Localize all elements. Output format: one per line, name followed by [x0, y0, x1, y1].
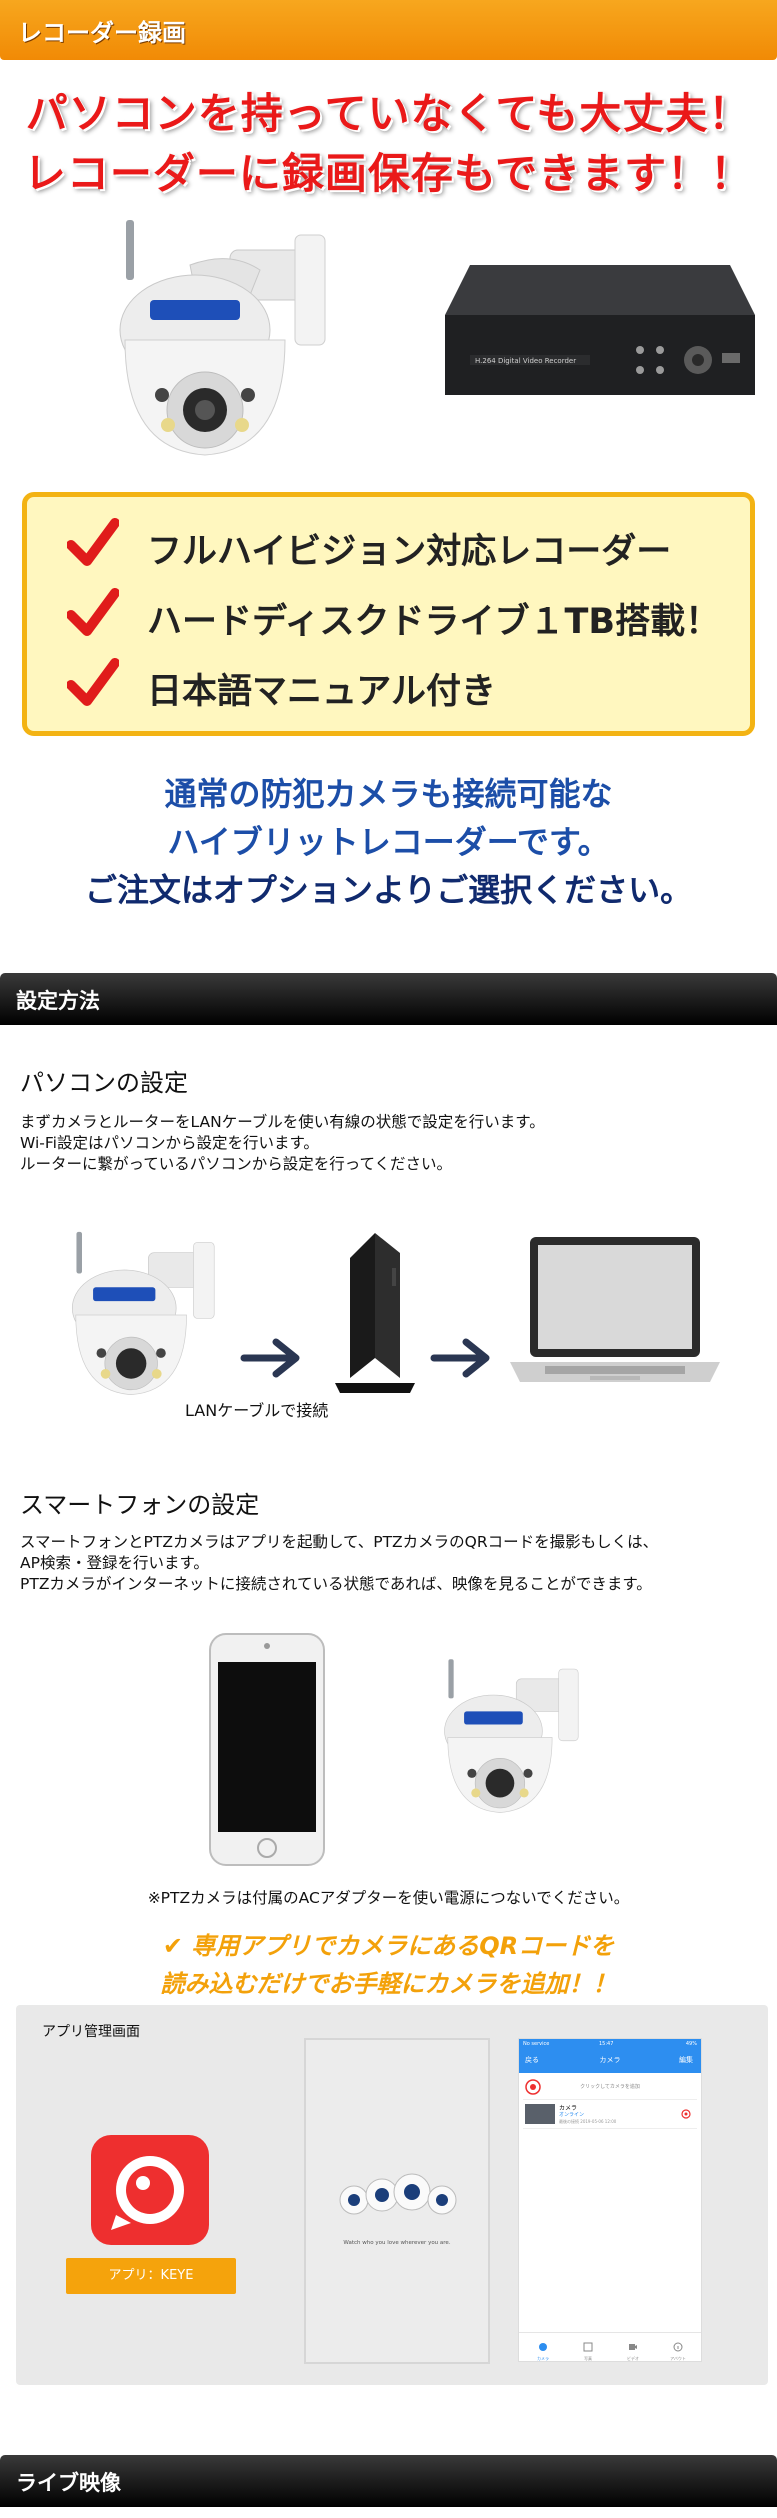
pc-setup-text-1: まずカメラとルーターをLANケーブルを使い有線の状態で設定を行います。 — [20, 1113, 545, 1131]
check-icon — [67, 518, 119, 566]
ptz-camera-image — [444, 1659, 579, 1813]
nav-back-button[interactable]: 戻る — [525, 2056, 539, 2064]
video-tab-icon — [629, 2344, 637, 2350]
pc-setup-text-3: ルーターに繋がっているパソコンから設定を行ってください。 — [20, 1155, 452, 1173]
keye-app-icon[interactable] — [91, 2135, 209, 2245]
splash-screen-mockup: Watch who you love wherever you are. — [304, 2038, 490, 2364]
sp-setup-text-3: PTZカメラがインターネットに接続されている状態であれば、映像を見ることができま… — [20, 1575, 652, 1593]
app-tab-bar: カメラ 写真 ビデオ アバウト — [519, 2332, 701, 2361]
smartphone-image — [209, 1633, 325, 1866]
section-header-recorder: レコーダー録画 — [0, 0, 777, 60]
ptz-camera-image — [71, 1231, 215, 1395]
panel-title: アプリ管理画面 — [42, 2024, 140, 2040]
blue-line1: 通常の防犯カメラも接続可能な — [164, 775, 613, 813]
blue-line3: ご注文はオプションよりご選択ください。 — [84, 871, 693, 909]
headline-line2: レコーダーに録画保存もできます！！ — [23, 149, 754, 198]
ptz-camera-image — [119, 220, 326, 456]
feature-label: ハードディスクドライブ１TB搭載！ — [147, 602, 721, 642]
check-icon — [67, 658, 119, 706]
tab-label: ビデオ — [627, 2356, 639, 2361]
section-header-live: ライブ映像 — [0, 2455, 777, 2507]
section-header-setup: 設定方法 — [0, 973, 777, 1025]
tab-about[interactable]: アバウト — [664, 2337, 692, 2362]
status-battery: 49% — [685, 2041, 697, 2047]
splash-text: Watch who you love wherever you are. — [343, 2240, 451, 2246]
camera-tab-icon — [539, 2343, 547, 2351]
section-title: ライブ映像 — [16, 2471, 121, 2495]
tab-label: カメラ — [537, 2356, 549, 2361]
router-image — [335, 1233, 415, 1393]
camera-info: 最後の接続 2019-05-06 12:00 — [559, 2119, 617, 2124]
app-management-panel: アプリ管理画面 アプリ：KEYE Watch who you love wher… — [16, 2005, 768, 2385]
camera-name: カメラ — [559, 2105, 578, 2112]
recorder-image: H.264 Digital Video Recorder — [445, 265, 755, 395]
nav-title: カメラ — [599, 2056, 621, 2064]
orange-message-line1: ✔ 専用アプリでカメラにあるQRコードを — [162, 1932, 615, 1960]
tab-label: 写真 — [584, 2356, 592, 2361]
sp-setup-text-2: AP検索・登録を行います。 — [20, 1554, 209, 1572]
adapter-note: ※PTZカメラは付属のACアダプターを使い電源につないでください。 — [147, 1889, 630, 1907]
feature-box: フルハイビジョン対応レコーダー ハードディスクドライブ１TB搭載！ 日本語マニュ… — [22, 492, 755, 736]
app-top-bar: No service 15:47 49% 戻る カメラ 編集 — [519, 2039, 701, 2073]
check-icon — [67, 588, 119, 636]
camera-thumbnail — [525, 2104, 555, 2124]
add-camera-icon — [525, 2079, 541, 2095]
camera-list-screen-mockup: No service 15:47 49% 戻る カメラ 編集 クリックしてカメラ… — [518, 2038, 702, 2362]
camera-eye-icon — [111, 2156, 184, 2230]
feature-label: フルハイビジョン対応レコーダー — [147, 532, 672, 572]
blue-line2: ハイブリットレコーダーです。 — [167, 823, 610, 861]
cameras-group-image — [339, 2173, 457, 2215]
tab-label: アバウト — [670, 2356, 686, 2361]
feature-label: 日本語マニュアル付き — [147, 672, 496, 712]
camera-status: オンライン — [559, 2112, 585, 2118]
sp-setup-text-1: スマートフォンとPTZカメラはアプリを起動して、PTZカメラのQRコードを撮影も… — [20, 1533, 659, 1551]
camera-list-item[interactable]: カメラ オンライン 最後の接続 2019-05-06 12:00 — [523, 2099, 697, 2129]
section-title: レコーダー録画 — [18, 19, 186, 47]
status-time: 15:47 — [599, 2041, 614, 2047]
tab-video[interactable]: ビデオ — [619, 2337, 647, 2362]
arrow-right-icon — [240, 1338, 300, 1378]
recorder-label: H.264 Digital Video Recorder — [475, 357, 576, 365]
smartphone-setup-title: スマートフォンの設定 — [20, 1491, 260, 1519]
lan-caption: LANケーブルで接続 — [185, 1401, 329, 1420]
laptop-image — [510, 1237, 720, 1382]
add-device-row[interactable]: クリックしてカメラを追加 — [525, 2079, 695, 2095]
nav-edit-button[interactable]: 編集 — [679, 2056, 693, 2064]
orange-message-line2: 読み込むだけでお手軽にカメラを追加！！ — [160, 1970, 617, 1998]
gear-icon[interactable] — [681, 2109, 691, 2119]
app-download-button[interactable]: アプリ：KEYE — [66, 2258, 236, 2294]
tab-camera[interactable]: カメラ — [529, 2337, 557, 2362]
section-title: 設定方法 — [16, 989, 100, 1013]
tab-photo[interactable]: 写真 — [574, 2337, 602, 2362]
photo-tab-icon — [583, 2342, 593, 2352]
status-carrier: No service — [523, 2041, 550, 2047]
headline-line1: パソコンを持っていなくても大丈夫！ — [25, 89, 752, 138]
arrow-right-icon — [430, 1338, 490, 1378]
pc-setup-text-2: Wi-Fi設定はパソコンから設定を行います。 — [20, 1134, 319, 1152]
add-device-label: クリックしてカメラを追加 — [580, 2084, 640, 2090]
pc-setup-title: パソコンの設定 — [20, 1069, 188, 1097]
info-tab-icon — [673, 2342, 683, 2352]
